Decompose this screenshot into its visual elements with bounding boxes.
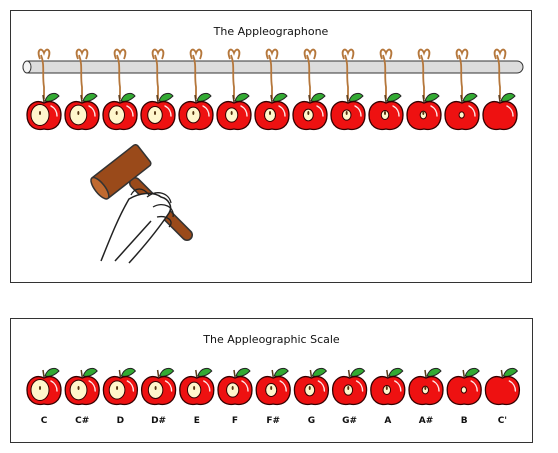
string-knot [75, 48, 89, 60]
note-label: D [117, 416, 124, 426]
appleographic-scale-panel: The Appleographic Scale C C# D D# E F F# G G# A A#… [10, 318, 533, 443]
apple-icon [179, 367, 215, 406]
string-knot [455, 48, 469, 60]
string-knot [151, 48, 165, 60]
string-knot [227, 48, 241, 60]
string [192, 54, 197, 99]
appleographone-panel: The Appleographone [10, 10, 532, 283]
apple-icon [26, 367, 62, 406]
appleographone-drawing [22, 48, 524, 264]
string [268, 54, 273, 99]
string-knot [379, 48, 393, 60]
apple-icon [484, 367, 521, 406]
apple-icon [178, 92, 214, 131]
apple-icon [140, 367, 177, 406]
apple-icon [254, 92, 290, 131]
apple-icon [293, 367, 330, 406]
note-label: C' [498, 416, 507, 426]
apple-icon [102, 92, 138, 131]
string-knot [37, 48, 51, 60]
string [458, 54, 463, 99]
note-label: F# [266, 416, 280, 426]
scale-title: The Appleographic Scale [203, 333, 340, 346]
note-label: G [308, 416, 315, 426]
string [78, 54, 83, 99]
note-label: E [194, 416, 200, 426]
apple-icon [140, 92, 176, 131]
string-knot [265, 48, 279, 60]
string [230, 54, 235, 99]
apple-icon [217, 367, 253, 406]
note-label: A# [419, 416, 434, 426]
string [382, 54, 387, 99]
rod-end-left [22, 60, 32, 74]
hanging-apples [26, 48, 518, 131]
string [154, 54, 159, 99]
string-knot [303, 48, 317, 60]
apple-icon [368, 92, 404, 131]
apple-icon [408, 367, 444, 406]
note-label: C# [75, 416, 89, 426]
note-label: D# [151, 416, 166, 426]
string [306, 54, 311, 99]
apple-icon [482, 92, 518, 131]
string-knot [493, 48, 507, 60]
string [420, 54, 425, 99]
string-knot [341, 48, 355, 60]
apple-icon [330, 92, 366, 131]
appleographone-title: The Appleographone [213, 25, 329, 38]
scale-apples [26, 367, 521, 406]
string-knot [417, 48, 431, 60]
apple-icon [406, 92, 442, 131]
hand-icon [100, 188, 174, 264]
apple-icon [216, 92, 252, 131]
note-label: F [232, 416, 238, 426]
string [40, 54, 45, 99]
scale-drawing: C C# D D# E F F# G G# A A# B C' [26, 367, 521, 426]
scale-labels: C C# D D# E F F# G G# A A# B C' [41, 416, 507, 426]
rod-icon [22, 60, 524, 74]
string [344, 54, 349, 99]
apple-icon [64, 92, 100, 131]
apple-icon [292, 92, 328, 131]
note-label: B [461, 416, 468, 426]
apple-icon [26, 92, 62, 131]
string-knot [189, 48, 203, 60]
string [116, 54, 121, 99]
apple-icon [102, 367, 139, 406]
apple-icon [255, 367, 291, 406]
apple-icon [446, 367, 482, 406]
note-label: C [41, 416, 48, 426]
note-label: A [384, 416, 391, 426]
string-knot [113, 48, 127, 60]
apple-icon [331, 367, 368, 406]
apple-icon [370, 367, 406, 406]
apple-icon [444, 92, 480, 131]
apple-icon [64, 367, 100, 406]
string [496, 54, 501, 99]
note-label: G# [342, 416, 357, 426]
